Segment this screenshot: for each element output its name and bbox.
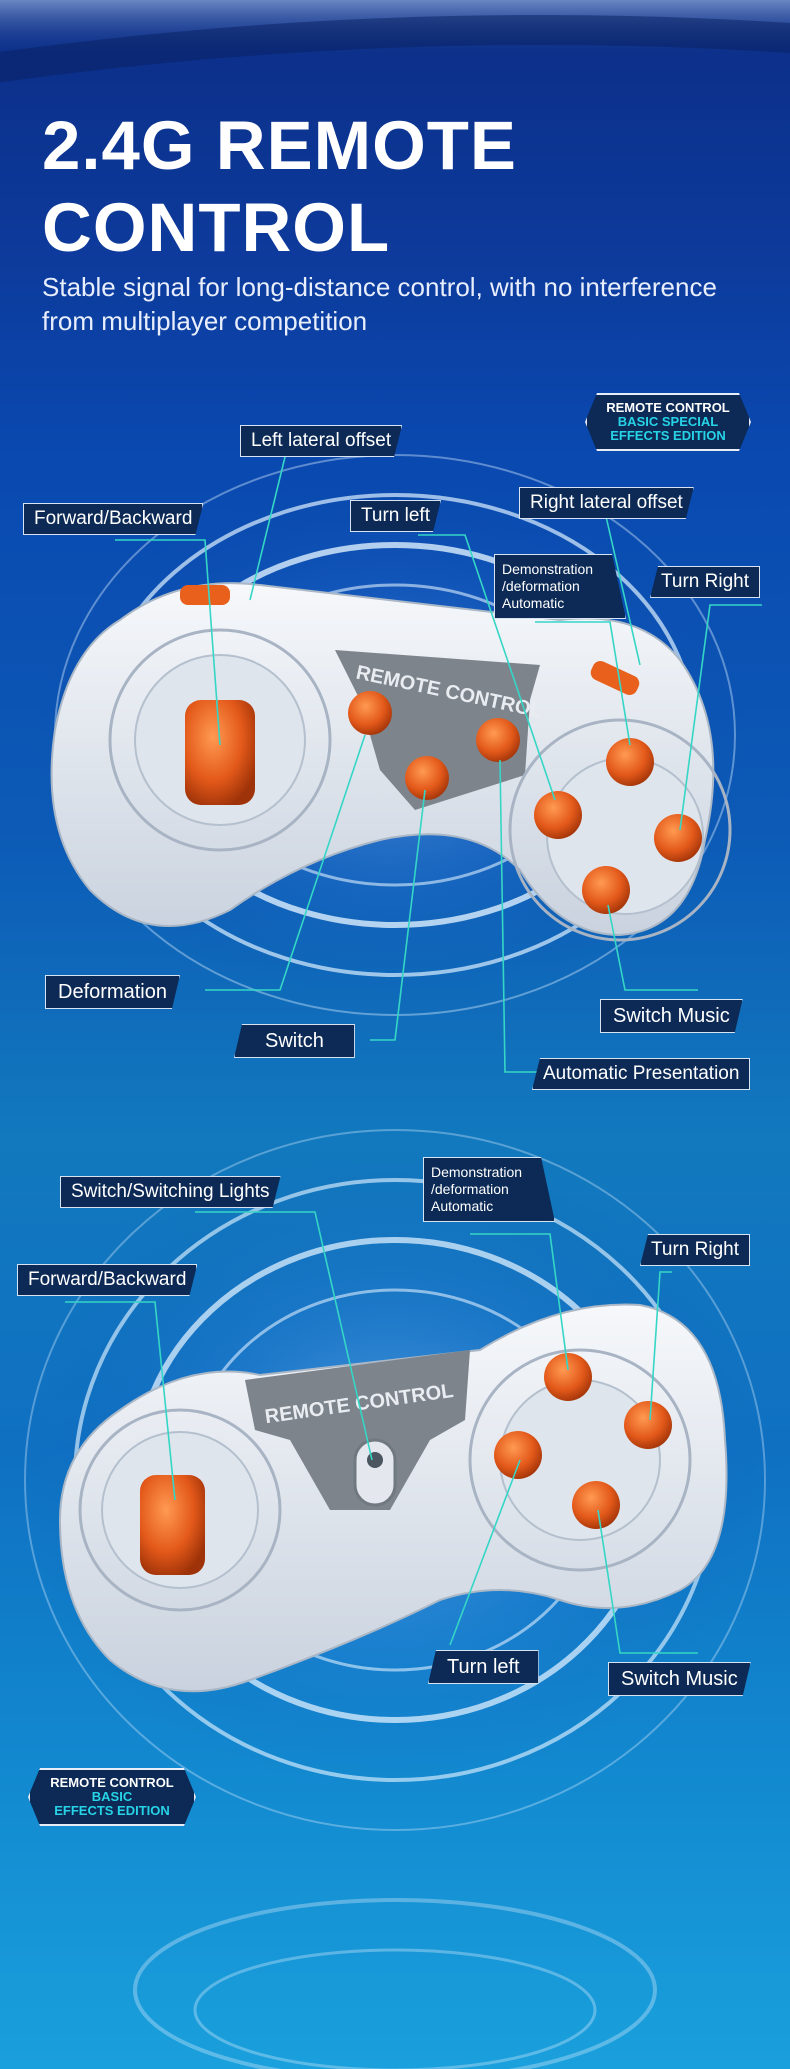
label-switch-music: Switch Music	[600, 999, 743, 1033]
top-wave	[0, 15, 790, 83]
left-shoulder-button	[180, 585, 230, 605]
badge-1-line-3: EFFECTS EDITION	[610, 428, 726, 443]
label-turn-right-2: Turn Right	[640, 1234, 750, 1266]
deformation-button	[348, 691, 392, 735]
light-switch	[353, 1438, 397, 1507]
rings-bottom	[133, 1898, 657, 2069]
right-shoulder-button	[590, 661, 640, 695]
label-left-lateral-offset: Left lateral offset	[240, 425, 402, 457]
demonstration-button	[606, 738, 654, 786]
label-switch-lights: Switch/Switching Lights	[60, 1176, 281, 1208]
switch-music-button-2	[572, 1481, 620, 1529]
left-joystick	[185, 700, 255, 805]
badge-2-line-1: REMOTE CONTROL	[50, 1775, 174, 1790]
label-switch-music-2: Switch Music	[608, 1662, 751, 1696]
switch-music-button	[582, 866, 630, 914]
leader-lines-2	[65, 1211, 698, 1654]
label-demonstration-2: Demonstration /deformation Automatic	[423, 1157, 555, 1222]
turn-left-button	[534, 791, 582, 839]
demonstration-line-3: Automatic	[502, 595, 565, 611]
demonstration-line-1: Demonstration	[502, 561, 594, 577]
controller-1: REMOTE CONTROL	[50, 582, 732, 942]
label-demonstration: Demonstration /deformation Automatic	[494, 554, 626, 619]
edition-badge-2: REMOTE CONTROL BASIC EFFECTS EDITION	[28, 1768, 196, 1826]
center-panel-2	[245, 1350, 470, 1510]
leader-lines-1	[115, 456, 762, 1073]
switch-button	[405, 756, 449, 800]
label-forward-backward: Forward/Backward	[23, 503, 203, 535]
title-line-1: 2.4G REMOTE	[42, 107, 517, 184]
title-line-2: CONTROL	[42, 189, 391, 266]
demonstration-button-2	[544, 1353, 592, 1401]
label-deformation: Deformation	[45, 975, 180, 1009]
badge-2-line-3: EFFECTS EDITION	[54, 1803, 170, 1818]
edition-badge-1: REMOTE CONTROL BASIC SPECIAL EFFECTS EDI…	[585, 393, 751, 451]
label-right-lateral-offset: Right lateral offset	[519, 487, 694, 519]
turn-right-button	[654, 814, 702, 862]
turn-right-button-2	[624, 1401, 672, 1449]
controller-2: REMOTE CONTROL	[58, 1303, 728, 1693]
label-turn-left: Turn left	[350, 500, 441, 532]
label-turn-right: Turn Right	[650, 566, 760, 598]
center-panel	[335, 650, 540, 810]
turn-left-button-2	[494, 1431, 542, 1479]
page-title: 2.4G REMOTE CONTROL	[42, 105, 517, 269]
label-automatic-presentation: Automatic Presentation	[532, 1058, 751, 1090]
demonstration-2-line-2: /deformation	[431, 1181, 509, 1197]
badge-2-line-2: BASIC	[91, 1789, 133, 1804]
badge-1-line-2: BASIC SPECIAL	[617, 414, 719, 429]
demonstration-line-2: /deformation	[502, 578, 580, 594]
left-joystick-2	[140, 1475, 205, 1575]
label-turn-left-2: Turn left	[428, 1650, 539, 1684]
label-switch: Switch	[234, 1024, 355, 1058]
demonstration-2-line-3: Automatic	[431, 1198, 494, 1214]
page-subtitle: Stable signal for long-distance control,…	[42, 272, 717, 336]
badge-1-line-1: REMOTE CONTROL	[606, 400, 730, 415]
label-forward-backward-2: Forward/Backward	[17, 1264, 197, 1296]
auto-presentation-button	[476, 718, 520, 762]
demonstration-2-line-1: Demonstration	[431, 1164, 523, 1180]
